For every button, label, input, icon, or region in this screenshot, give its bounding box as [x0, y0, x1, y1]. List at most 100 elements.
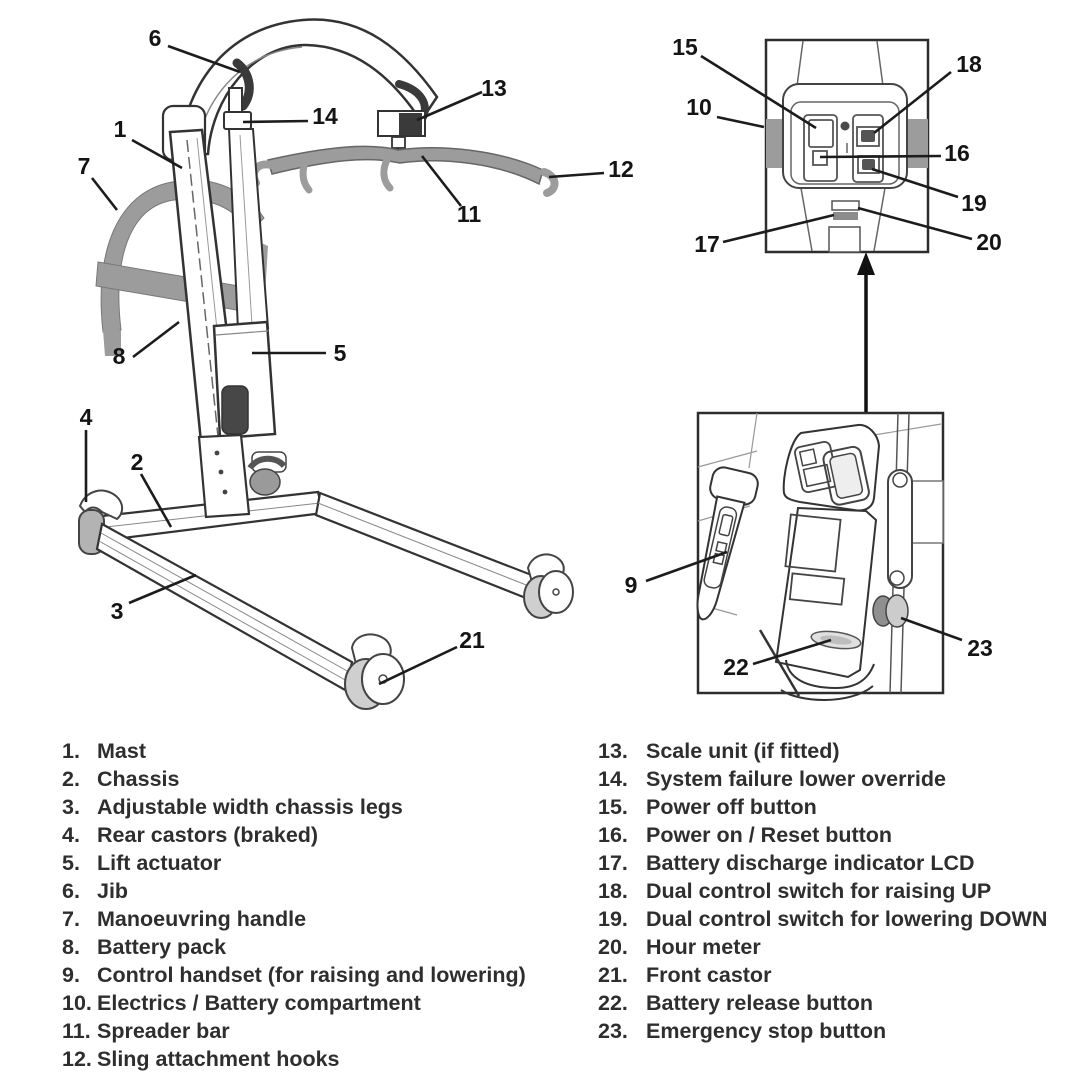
jib-shape	[176, 18, 439, 158]
battery-release-inner	[820, 635, 852, 645]
legend-item: 2.Chassis	[62, 765, 526, 793]
actuator-box-line	[215, 330, 269, 336]
callout-number: 11	[457, 201, 482, 227]
rail-handle-end	[892, 472, 908, 488]
callout-leader-line	[416, 90, 483, 122]
callout-number: 20	[976, 229, 1002, 255]
callout-leader-line	[722, 213, 835, 244]
callout-number: 22	[723, 654, 749, 680]
legend-item-number: 17.	[598, 851, 628, 875]
legend-item-label: Lift actuator	[97, 851, 222, 875]
legend-item-number: 5.	[62, 851, 80, 875]
legend-item-number: 21.	[598, 963, 628, 987]
legend-item-label: Emergency stop button	[646, 1019, 887, 1043]
callout-leader-line	[873, 70, 952, 135]
callout-3: 3	[111, 573, 197, 624]
legend-item-label: Hour meter	[646, 935, 761, 959]
callout-2: 2	[131, 449, 173, 528]
callout-number: 9	[625, 572, 638, 598]
callout-6: 6	[149, 25, 241, 74]
callout-18: 18	[873, 51, 982, 135]
plate-button-right	[822, 445, 870, 506]
raise-up-switch-pad	[861, 130, 875, 142]
callout-number: 3	[111, 598, 124, 624]
legend-item-number: 20.	[598, 935, 628, 959]
callout-5: 5	[252, 340, 347, 366]
legend-item-label: Adjustable width chassis legs	[97, 795, 403, 819]
rivet	[218, 469, 224, 475]
callout-number: 23	[967, 635, 993, 661]
legend-item: 9. Control handset (for raising and lower…	[62, 961, 526, 989]
legend-item-label: Power on / Reset button	[646, 823, 893, 847]
callout-7: 7	[78, 153, 119, 211]
legend-item: 21.Front castor	[598, 961, 1047, 989]
legend-item-number: 12.	[62, 1047, 92, 1071]
legend-item: 18.Dual control switch for raising UP	[598, 877, 1047, 905]
callout-number: 16	[944, 140, 970, 166]
grip-curve-outer	[780, 685, 874, 701]
callout-11: 11	[420, 155, 482, 227]
legend-item-label: Control handset (for raising and lowerin…	[97, 963, 526, 987]
leg-line	[98, 540, 348, 682]
callout-number: 2	[131, 449, 144, 475]
legend-item-label: Power off button	[646, 795, 817, 819]
rear-castor-right-wheel	[249, 468, 281, 496]
manoeuvring-handle-tail	[103, 330, 121, 356]
rear-castor-right-fork	[247, 455, 287, 470]
legend-item-number: 16.	[598, 823, 628, 847]
callout-leader-line	[548, 171, 605, 179]
wheel-hub	[552, 588, 560, 596]
callout-number: 14	[312, 103, 338, 129]
callout-leader-line	[90, 177, 119, 211]
mast-edge	[876, 40, 884, 87]
legend-item-number: 14.	[598, 767, 628, 791]
callout-leader-line	[378, 645, 458, 686]
wall-line	[697, 450, 758, 468]
legend-item-label: Battery release button	[646, 991, 874, 1015]
callout-number: 6	[149, 25, 162, 51]
override-collar-shape	[223, 111, 252, 130]
parts-legend-column-right: 13.Scale unit (if fitted)14. System failu…	[598, 737, 1047, 1045]
rail-handle-end	[889, 570, 905, 586]
legend-item-label: Mast	[97, 739, 146, 763]
legend-item: 23. Emergency stop button	[598, 1017, 1047, 1045]
legend-item-number: 9.	[62, 963, 80, 987]
legend-item: 22.Battery release button	[598, 989, 1047, 1017]
legend-item-number: 18.	[598, 879, 628, 903]
callout-leader-line	[242, 119, 309, 124]
legend-item-number: 10.	[62, 991, 92, 1015]
legend-item-label: Dual control switch for lowering DOWN	[646, 907, 1048, 931]
callout-leader-line	[900, 616, 963, 642]
callout-19: 19	[871, 167, 987, 216]
control-handset-shape	[696, 466, 759, 621]
legend-item-number: 8.	[62, 935, 80, 959]
legend-item: 14. System failure lower override	[598, 765, 1047, 793]
legend-item-number: 23.	[598, 1019, 628, 1043]
wall-line	[748, 412, 758, 469]
legend-item-label: Scale unit (if fitted)	[646, 739, 840, 763]
callout-20: 20	[857, 206, 1002, 255]
callout-9: 9	[625, 550, 728, 598]
callout-leader-line	[871, 167, 959, 199]
legend-item: 7.Manoeuvring handle	[62, 905, 526, 933]
patient-lift-drawing	[78, 18, 574, 710]
button-group-left	[803, 114, 838, 182]
legend-item-number: 11.	[62, 1019, 91, 1043]
callout-number: 8	[113, 343, 126, 369]
callout-number: 4	[80, 404, 93, 430]
callout-23: 23	[900, 616, 993, 661]
handset-cable-line	[758, 629, 801, 697]
callout-number: 5	[334, 340, 347, 366]
legend-item: 20. Hour meter	[598, 933, 1047, 961]
legend-item-number: 6.	[62, 879, 80, 903]
legend-item-label: Manoeuvring handle	[97, 907, 307, 931]
callout-15: 15	[672, 34, 817, 130]
mast-foot	[197, 433, 251, 519]
legend-item-label: Sling attachment hooks	[97, 1047, 340, 1071]
callout-leader-line	[131, 138, 183, 170]
wall-line	[867, 423, 942, 437]
legend-item-label: System failure lower override	[646, 767, 946, 791]
magnify-arrow-head	[857, 252, 875, 275]
unit-cutout-lower	[788, 572, 846, 606]
legend-item: 13.Scale unit (if fitted)	[598, 737, 1047, 765]
